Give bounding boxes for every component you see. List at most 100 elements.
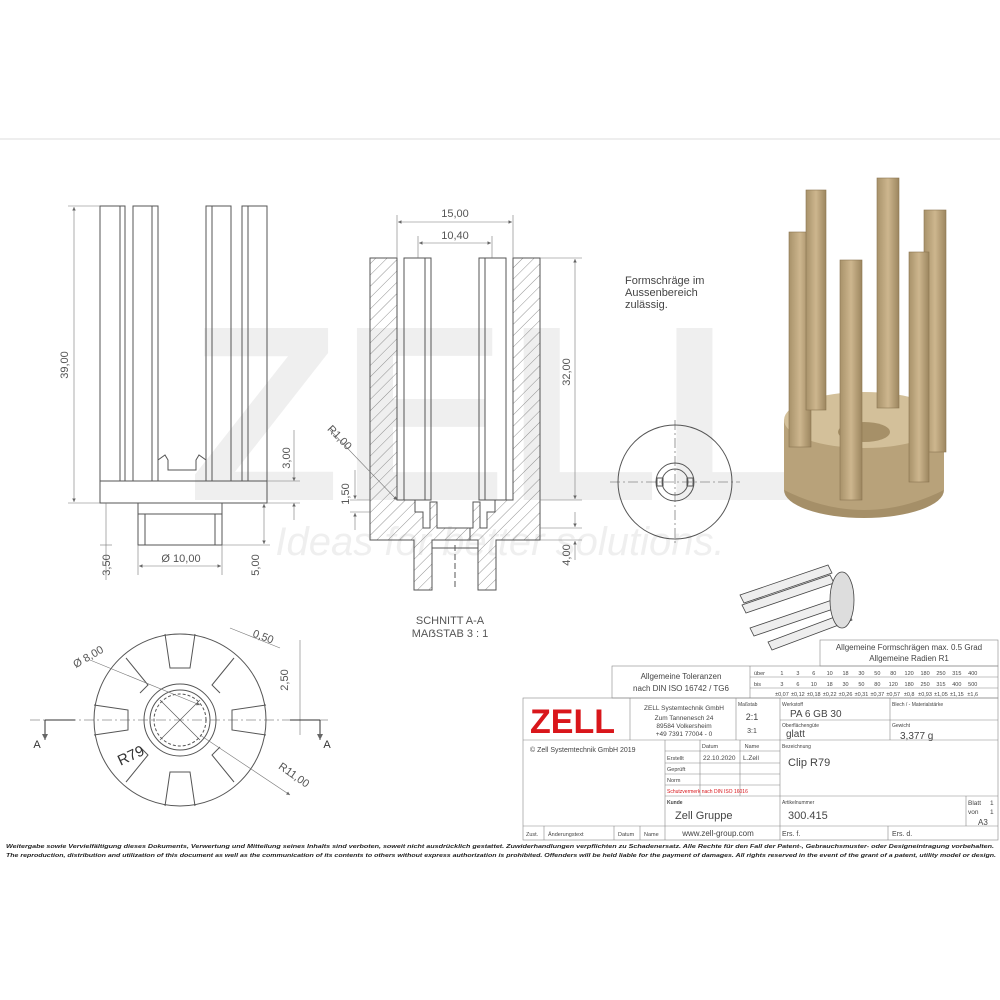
footer-de: Weitergabe sowie Vervielfältigung dieses… xyxy=(6,844,995,850)
tol-cell: 6 xyxy=(796,682,799,688)
tol-cell: ±0,31 xyxy=(855,692,869,698)
tol-row-label: über xyxy=(754,671,765,677)
article-label: Artikelnummer xyxy=(782,800,815,806)
note-line1: Formschräge im xyxy=(625,275,704,287)
tol-cell: 50 xyxy=(874,671,880,677)
material-label: Werkstoff xyxy=(782,702,804,708)
designation-label: Bezeichnung xyxy=(782,744,811,750)
replacement-for: Ers. f. xyxy=(782,831,800,838)
section-caption-line1: SCHNITT A-A xyxy=(416,615,485,627)
bottom-view xyxy=(30,633,330,807)
iso-render xyxy=(784,177,947,518)
weight-value: 3,377 g xyxy=(900,731,933,742)
tol-cell: 250 xyxy=(920,682,929,688)
weight-label: Gewicht xyxy=(892,723,911,729)
tol-cell: 120 xyxy=(905,671,914,677)
note-line2: Aussenbereich xyxy=(625,287,698,299)
protection-note: Schutzvermerk nach DIN ISO 16016 xyxy=(667,789,748,795)
tol-cell: 3 xyxy=(780,682,783,688)
row-label-norm: Norm xyxy=(667,778,681,784)
draft-note-2: Allgemeine Radien R1 xyxy=(869,654,949,663)
tol-cell: 10 xyxy=(827,671,833,677)
format: A3 xyxy=(978,818,988,827)
tol-cell: ±0,12 xyxy=(791,692,805,698)
dim-inner-width: 10,40 xyxy=(441,230,469,242)
section-dims xyxy=(329,215,582,560)
section-caption-line2: MAẞSTAB 3 : 1 xyxy=(412,628,489,640)
tol-cell: ±0,8 xyxy=(904,692,915,698)
revision-name: Name xyxy=(644,832,659,838)
tol-cell: 6 xyxy=(812,671,815,677)
revision-text: Änderungstext xyxy=(548,831,584,838)
row-name-created: L.Zell xyxy=(743,755,759,762)
designation-value: Clip R79 xyxy=(788,757,830,769)
tol-cell: 180 xyxy=(905,682,914,688)
tol-cell: 10 xyxy=(811,682,817,688)
tol-cell: ±0,18 xyxy=(807,692,821,698)
tol-cell: 315 xyxy=(936,682,945,688)
tol-cell: 30 xyxy=(842,682,848,688)
tol-cell: ±0,22 xyxy=(823,692,837,698)
dim-bottom-diameter: Ø 8,00 xyxy=(71,644,106,671)
r79-engraving: R79 xyxy=(115,742,147,769)
tol-cell: 3 xyxy=(796,671,799,677)
company-street: Zum Tannenesch 24 xyxy=(655,715,714,722)
tol-cell: 18 xyxy=(842,671,848,677)
dim-hub-height: 4,00 xyxy=(561,544,573,565)
of-number: 1 xyxy=(990,809,994,816)
front-view xyxy=(99,205,268,546)
bottom-dims xyxy=(89,627,301,796)
dim-stem-length: 5,00 xyxy=(250,554,262,575)
section-markers xyxy=(42,719,323,740)
company-name: ZELL Systemtechnik GmbH xyxy=(644,705,724,712)
sheet-label: Blatt xyxy=(968,800,981,807)
tol-cell: 80 xyxy=(874,682,880,688)
tol-cell: ±1,6 xyxy=(967,692,978,698)
dim-outer-width: 15,00 xyxy=(441,208,469,220)
tol-cell: 80 xyxy=(890,671,896,677)
tol-cell: ±0,07 xyxy=(775,692,789,698)
tol-cell: 120 xyxy=(889,682,898,688)
dim-inner-height: 32,00 xyxy=(561,358,573,386)
tol-cell: 180 xyxy=(920,671,929,677)
name-header: Name xyxy=(745,744,760,750)
zell-logo: ZELL xyxy=(530,703,615,741)
section-marker-left: A xyxy=(33,739,41,751)
customer-value: Zell Gruppe xyxy=(675,810,732,822)
article-value: 300.415 xyxy=(788,810,828,822)
tol-cell: 400 xyxy=(952,682,961,688)
surface-value: glatt xyxy=(786,729,805,740)
date-header: Datum xyxy=(702,744,719,750)
scale-label: Maßstab xyxy=(738,702,758,708)
tolerance-title-1: Allgemeine Toleranzen xyxy=(641,672,722,681)
tol-cell: ±1,05 xyxy=(934,692,948,698)
company-phone: +49 7391 77004 - 0 xyxy=(656,731,713,738)
replaced-by: Ers. d. xyxy=(892,831,912,838)
company-url: www.zell-group.com xyxy=(681,829,754,838)
tol-cell: 1 xyxy=(780,671,783,677)
tol-cell: ±0,26 xyxy=(839,692,853,698)
tol-cell: ±0,57 xyxy=(886,692,900,698)
material-value: PA 6 GB 30 xyxy=(790,709,842,720)
customer-label: Kunde xyxy=(667,800,683,806)
of-label: von xyxy=(968,809,979,816)
row-date-created: 22.10.2020 xyxy=(703,755,736,762)
front-stem xyxy=(137,502,223,546)
scale-value-1: 2:1 xyxy=(746,712,759,722)
tol-cell: 400 xyxy=(968,671,977,677)
tol-cell: 18 xyxy=(827,682,833,688)
dim-bottom-gap: 0,50 xyxy=(251,628,275,647)
company-city: 89584 Volkersheim xyxy=(656,723,711,730)
section-view xyxy=(369,257,541,591)
tol-cell: 315 xyxy=(952,671,961,677)
footer-en: The reproduction, distribution and utili… xyxy=(6,853,997,859)
tol-cell: 30 xyxy=(858,671,864,677)
section-marker-right: A xyxy=(323,739,331,751)
iso-small xyxy=(739,564,855,651)
dim-base-step: 3,00 xyxy=(281,447,293,468)
note-line3: zulässig. xyxy=(625,299,668,311)
tol-cell: 250 xyxy=(936,671,945,677)
dim-bottom-radius: R11,00 xyxy=(276,761,311,791)
